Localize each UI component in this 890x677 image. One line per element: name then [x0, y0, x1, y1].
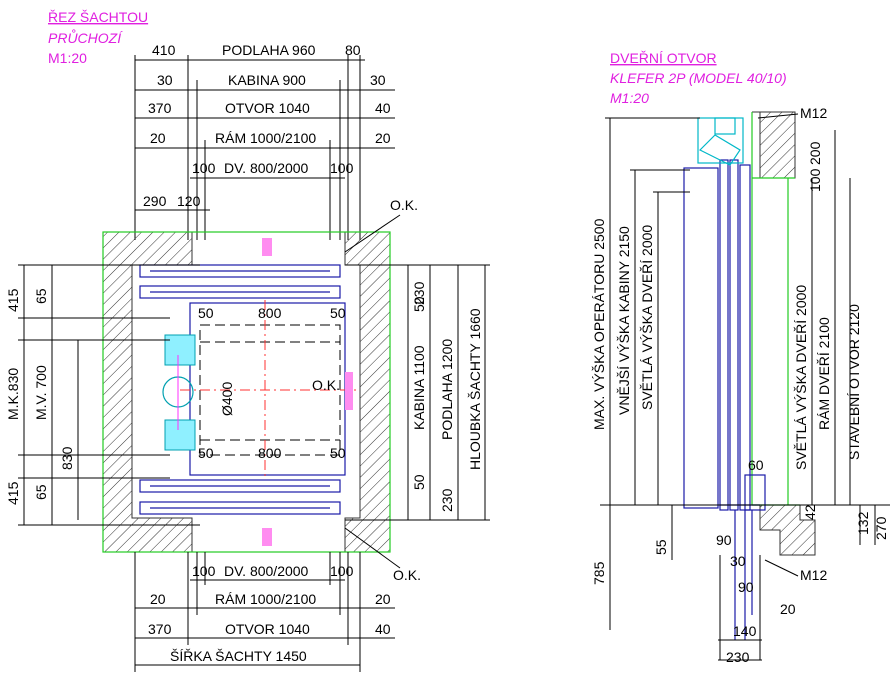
dim-270: 270 — [873, 516, 889, 540]
ok-middle: O.K. — [312, 377, 340, 393]
dim-30-left: 30 — [157, 72, 173, 88]
dim-55: 55 — [653, 539, 669, 555]
dim-vnejsi-vyska: VNĚJŠÍ VÝŠKA KABINY 2150 — [616, 226, 632, 415]
ok-top: O.K. — [390, 197, 418, 213]
m12-bottom: M12 — [800, 567, 827, 583]
dim-kabina-900: KABINA 900 — [228, 72, 306, 88]
dim-200: 200 — [807, 141, 823, 165]
door-top-50-right: 50 — [330, 305, 346, 321]
dim-dv-800: DV. 800/2000 — [224, 160, 309, 176]
dim-90-bottom: 90 — [738, 579, 754, 595]
dim-otvor-1040: OTVOR 1040 — [225, 100, 310, 116]
dim-20-right: 20 — [375, 130, 391, 146]
dim-100-door: 100 — [807, 168, 823, 192]
section-scale-left: M1:20 — [48, 50, 87, 66]
door-bottom-50-left: 50 — [198, 445, 214, 461]
bdim-ram-1000: RÁM 1000/2100 — [215, 591, 316, 607]
dim-830: 830 — [59, 446, 75, 470]
dim-hloubka-1660: HLOUBKA ŠACHTY 1660 — [467, 308, 483, 470]
shaft-walls — [102, 231, 391, 553]
cabin-outline — [180, 300, 360, 480]
dim-ram-dveri: RÁM DVEŘÍ 2100 — [816, 317, 832, 430]
dim-20-left: 20 — [150, 130, 166, 146]
bdim-100-left: 100 — [192, 563, 216, 579]
dim-80: 80 — [345, 42, 361, 58]
m12-top: M12 — [800, 105, 827, 121]
dim-max-vyska: MAX. VÝŠKA OPERÁTORU 2500 — [591, 218, 607, 430]
right-dimension-lines — [345, 264, 490, 521]
dim-100-left: 100 — [192, 160, 216, 176]
dim-785: 785 — [591, 561, 607, 585]
section-title-left: ŘEZ ŠACHTOU — [48, 9, 148, 25]
dim-podlaha-1200: PODLAHA 1200 — [439, 339, 455, 440]
dim-65-top: 65 — [33, 288, 49, 304]
dim-290: 290 — [143, 193, 167, 209]
dim-mk-830: M.K.830 — [5, 368, 21, 420]
dim-120: 120 — [177, 193, 201, 209]
left-dimension-lines — [18, 264, 200, 526]
bottom-dimension-lines — [134, 552, 395, 672]
dim-230-door: 230 — [726, 649, 750, 665]
door-operator — [697, 117, 744, 166]
dim-42: 42 — [802, 504, 818, 520]
landing-door-bottom — [139, 479, 341, 546]
bdim-otvor-1040: OTVOR 1040 — [225, 621, 310, 637]
dim-30-right: 30 — [370, 72, 386, 88]
bdim-40: 40 — [375, 621, 391, 637]
dim-370: 370 — [148, 100, 172, 116]
door-top-50-left: 50 — [198, 305, 214, 321]
ok-bottom: O.K. — [393, 567, 421, 583]
dim-svetla-vyska-left: SVĚTLÁ VÝŠKA DVEŘÍ 2000 — [639, 225, 655, 410]
dim-mv-700: M.V. 700 — [33, 365, 49, 420]
door-dimension-lines — [600, 117, 890, 661]
dim-65-bottom: 65 — [33, 484, 49, 500]
dim-20-door: 20 — [780, 601, 796, 617]
dim-svetla-vyska-right: SVĚTLÁ VÝŠKA DVEŘÍ 2000 — [793, 285, 809, 470]
bdim-370: 370 — [148, 621, 172, 637]
dim-kabina-1100: KABINA 1100 — [411, 345, 427, 430]
landing-door-top — [139, 238, 341, 299]
dim-230-top: 230 — [411, 281, 427, 305]
machine-assembly — [162, 334, 196, 451]
dim-30-door: 30 — [730, 553, 746, 569]
dim-40: 40 — [375, 100, 391, 116]
bdim-dv-800: DV. 800/2000 — [224, 563, 309, 579]
top-dimension-lines — [134, 55, 395, 240]
dim-140: 140 — [733, 623, 757, 639]
dim-230-bottom: 230 — [439, 488, 455, 512]
door-panels — [683, 159, 766, 640]
door-bottom-800: 800 — [258, 445, 282, 461]
dim-50-bottom: 50 — [411, 474, 427, 490]
section-title-right: DVEŘNÍ OTVOR — [610, 50, 717, 66]
dim-410: 410 — [152, 42, 176, 58]
door-bottom-50-right: 50 — [330, 445, 346, 461]
section-subtitle-left: PRŮCHOZÍ — [48, 28, 123, 46]
section-subtitle-right: KLEFER 2P (MODEL 40/10) — [610, 70, 787, 86]
dim-50-top: 50 — [411, 296, 427, 312]
door-top-800: 800 — [258, 305, 282, 321]
bdim-100-right: 100 — [330, 563, 354, 579]
bdim-sirka-1450: ŠÍŘKA ŠACHTY 1450 — [170, 648, 307, 664]
dim-100-right: 100 — [330, 160, 354, 176]
dim-132: 132 — [855, 511, 871, 535]
bdim-20-right: 20 — [375, 591, 391, 607]
dim-podlaha-960: PODLAHA 960 — [222, 42, 316, 58]
bdim-20-left: 20 — [150, 591, 166, 607]
door-wall-profile — [751, 111, 816, 556]
dim-stavebni-otvor: STAVEBNÍ OTVOR 2120 — [846, 304, 862, 460]
dim-415-bottom: 415 — [5, 481, 21, 505]
dim-ram-1000: RÁM 1000/2100 — [215, 130, 316, 146]
dim-415-top: 415 — [5, 288, 21, 312]
dim-90-top: 90 — [716, 532, 732, 548]
section-scale-right: M1:20 — [610, 90, 649, 106]
dim-60: 60 — [748, 457, 764, 473]
diameter-400: Ø400 — [219, 382, 235, 416]
